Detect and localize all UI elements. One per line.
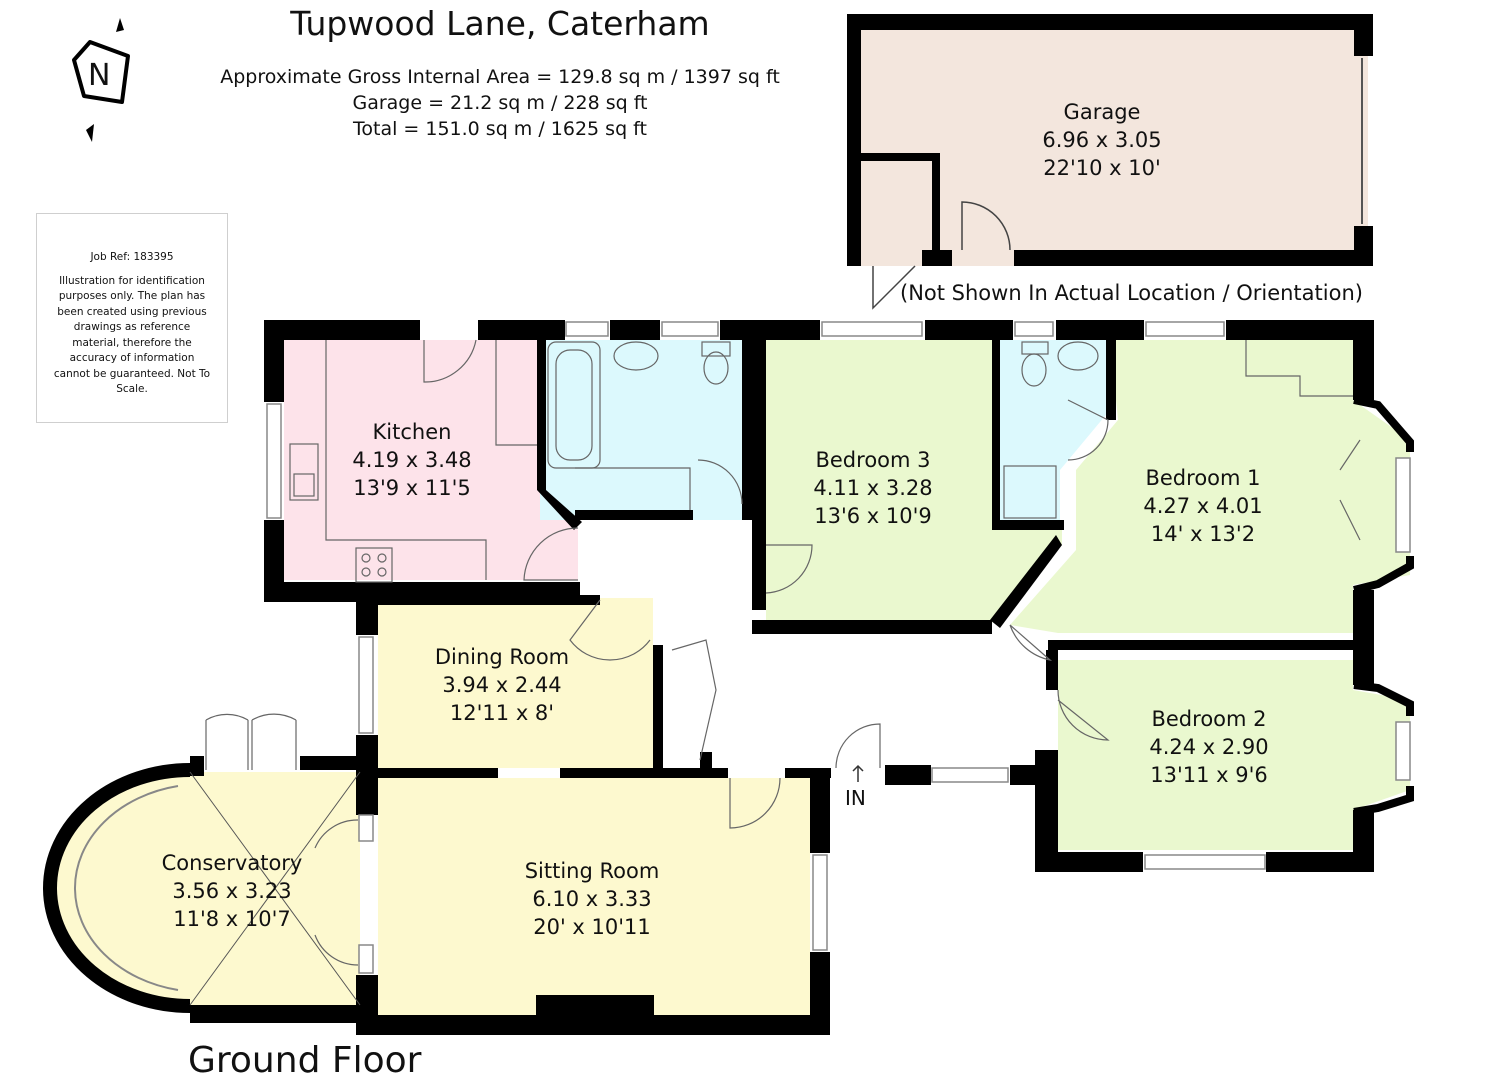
garage-store-floor (860, 158, 932, 256)
room-metric: 6.96 x 3.05 (1042, 128, 1162, 152)
room-imperial: 13'9 x 11'5 (353, 476, 471, 500)
disclaimer-box: Job Ref: 183395 Illustration for identif… (36, 213, 228, 423)
area-line-total-internal: Approximate Gross Internal Area = 129.8 … (220, 66, 780, 88)
room-metric: 3.94 x 2.44 (442, 673, 562, 697)
room-name: Bedroom 1 (1145, 466, 1261, 490)
bedroom2-floor (1058, 660, 1410, 850)
room-label-kitchen: Kitchen 4.19 x 3.48 13'9 x 11'5 (320, 418, 504, 502)
room-imperial: 22'10 x 10' (1043, 156, 1161, 180)
room-imperial: 13'6 x 10'9 (814, 504, 932, 528)
area-line-total: Total = 151.0 sq m / 1625 sq ft (353, 118, 647, 140)
garage-plan (847, 14, 1373, 310)
room-label-bedroom1: Bedroom 1 4.27 x 4.01 14' x 13'2 (1118, 464, 1288, 548)
area-line-garage: Garage = 21.2 sq m / 228 sq ft (352, 92, 648, 114)
entrance-arrow-icon (852, 764, 864, 782)
windows (266, 321, 1411, 974)
room-name: Conservatory (161, 851, 303, 875)
job-reference: Job Ref: 183395 (90, 251, 174, 263)
room-name: Kitchen (372, 420, 452, 444)
room-metric: 3.56 x 3.23 (172, 879, 292, 903)
bedroom1-floor (1010, 340, 1410, 633)
bedroom3-floor (752, 340, 1062, 625)
room-label-dining: Dining Room 3.94 x 2.44 12'11 x 8' (412, 643, 592, 727)
compass-north-letter: N (88, 58, 111, 93)
room-imperial: 11'8 x 10'7 (173, 907, 291, 931)
bathroom-floor (540, 340, 752, 520)
hob-icon (355, 547, 393, 583)
basin-icon (613, 341, 659, 371)
room-name: Bedroom 2 (1151, 707, 1267, 731)
north-arrow-icon (72, 18, 130, 142)
room-metric: 4.27 x 4.01 (1143, 494, 1263, 518)
kitchen-floor (284, 340, 578, 580)
garage-floor (860, 30, 1368, 266)
room-label-bedroom3: Bedroom 3 4.11 x 3.28 13'6 x 10'9 (783, 446, 963, 530)
sink-icon (289, 443, 319, 501)
room-metric: 4.11 x 3.28 (813, 476, 933, 500)
room-imperial: 13'11 x 9'6 (1150, 763, 1268, 787)
garage-label: Garage 6.96 x 3.05 22'10 x 10' (1000, 98, 1204, 182)
room-metric: 4.24 x 2.90 (1149, 735, 1269, 759)
room-imperial: 12'11 x 8' (449, 701, 555, 725)
room-name: Bedroom 3 (815, 448, 931, 472)
room-metric: 4.19 x 3.48 (352, 448, 472, 472)
sitting-floor (378, 778, 810, 1015)
room-name: Sitting Room (524, 859, 660, 883)
bathroom-fixtures (547, 341, 1099, 519)
room-label-sitting: Sitting Room 6.10 x 3.33 20' x 10'11 (502, 857, 682, 941)
room-name: Garage (1063, 100, 1141, 124)
plan-title: Tupwood Lane, Caterham (290, 4, 710, 43)
floor-name: Ground Floor (188, 1040, 422, 1081)
disclaimer-text: Illustration for identification purposes… (53, 274, 211, 396)
bath-icon (547, 341, 601, 469)
shower-icon (1003, 465, 1057, 519)
walls (190, 320, 1374, 1035)
room-label-bedroom2: Bedroom 2 4.24 x 2.90 13'11 x 9'6 (1124, 705, 1294, 789)
room-metric: 6.10 x 3.33 (532, 887, 652, 911)
garage-note: (Not Shown In Actual Location / Orientat… (900, 281, 1363, 305)
area-summary: Approximate Gross Internal Area = 129.8 … (200, 64, 800, 142)
door-swings (205, 339, 1361, 966)
ensuite-floor (1000, 340, 1110, 520)
room-imperial: 14' x 13'2 (1150, 522, 1256, 546)
dining-floor (378, 598, 653, 768)
room-label-conservatory: Conservatory 3.56 x 3.23 11'8 x 10'7 (148, 849, 316, 933)
conservatory-curve (43, 763, 191, 1013)
room-name: Dining Room (434, 645, 570, 669)
room-imperial: 20' x 10'11 (533, 915, 651, 939)
conservatory-floor (49, 772, 360, 1005)
toilet-icon (701, 341, 731, 357)
kitchen-fixtures (289, 340, 537, 583)
entrance-label: IN (845, 786, 866, 810)
